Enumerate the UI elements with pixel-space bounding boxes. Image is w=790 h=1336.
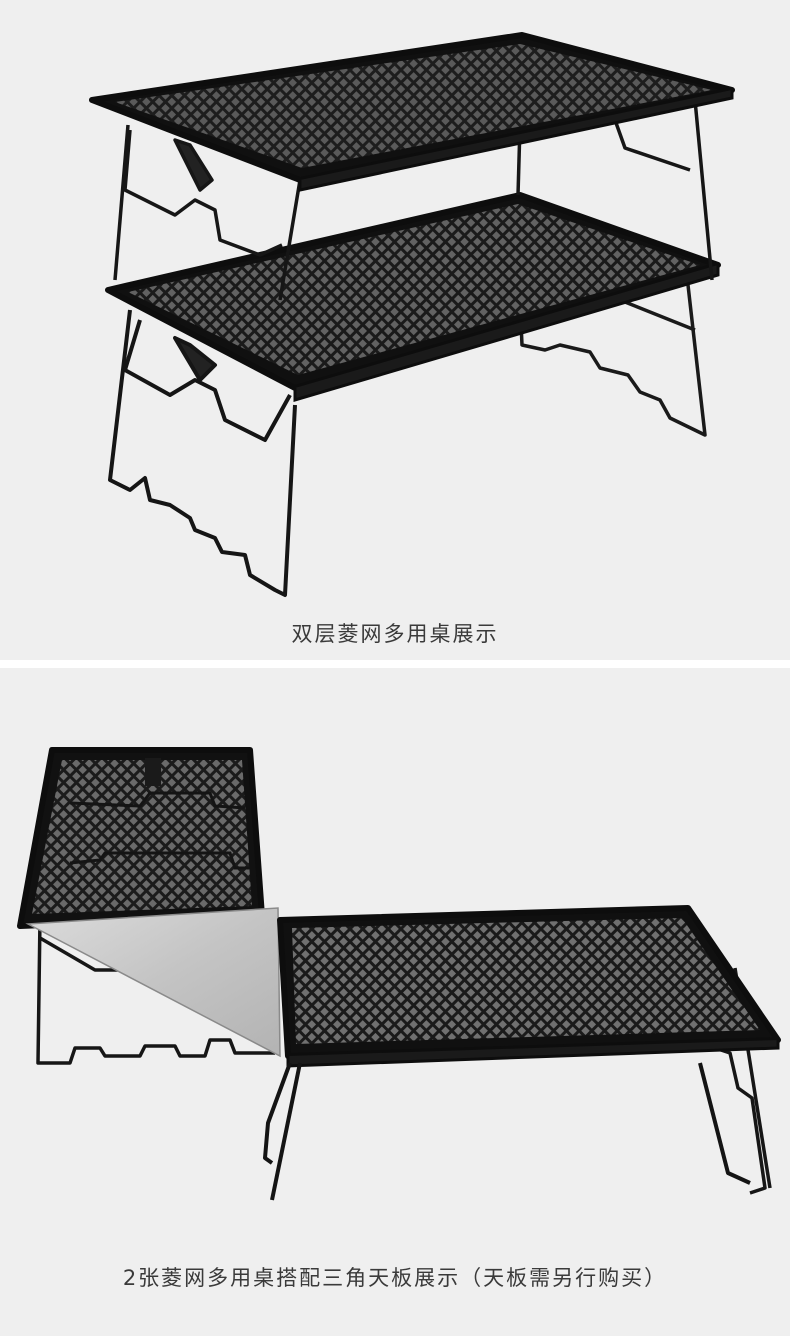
right-mesh-tabletop xyxy=(277,905,781,1068)
triangle-steel-plate xyxy=(25,907,281,1058)
mesh-tables-with-triangle-plate-photo xyxy=(17,747,781,1201)
bottom-panel-caption: 2张菱网多用桌搭配三角天板展示（天板需另行购买） xyxy=(122,1266,668,1290)
top-product-panel: 双层菱网多用桌展示 xyxy=(0,0,790,660)
lower-table-back-legs xyxy=(518,284,707,437)
upper-table-legs xyxy=(113,99,714,301)
upper-mesh-tabletop xyxy=(89,32,735,192)
double-layer-mesh-table-photo xyxy=(89,32,735,597)
left-mesh-tabletop xyxy=(17,747,265,929)
right-table-front-legs xyxy=(263,1062,751,1201)
lower-mesh-tabletop xyxy=(105,192,721,403)
lower-table-front-legs xyxy=(108,309,297,597)
top-panel-caption: 双层菱网多用桌展示 xyxy=(291,622,499,646)
bottom-product-panel: 2张菱网多用桌搭配三角天板展示（天板需另行购买） xyxy=(0,668,790,1336)
